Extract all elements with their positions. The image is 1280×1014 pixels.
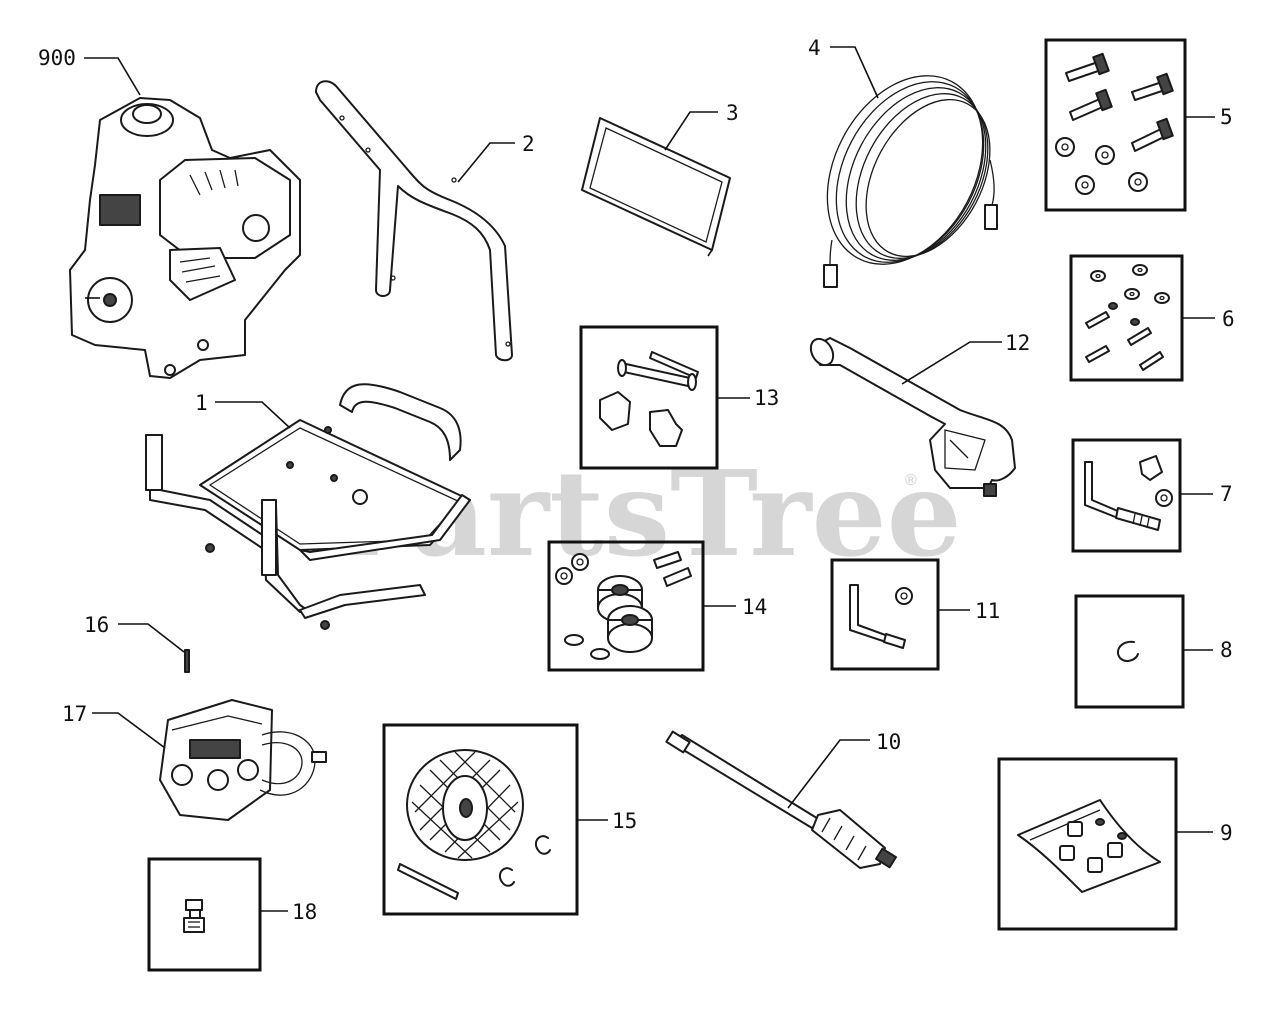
- callout-17[interactable]: 17: [62, 702, 87, 726]
- callout-15[interactable]: 15: [612, 809, 637, 833]
- callout-14[interactable]: 14: [742, 595, 767, 619]
- bracket-kit-icon[interactable]: [1084, 455, 1173, 531]
- kit-box-11: [830, 558, 940, 671]
- callout-5[interactable]: 5: [1220, 105, 1233, 129]
- engine-icon[interactable]: [69, 97, 301, 379]
- callout-18[interactable]: 18: [292, 900, 317, 924]
- panel-icon[interactable]: [581, 117, 731, 257]
- pin-icon[interactable]: [184, 649, 190, 673]
- callout-9[interactable]: 9: [1220, 821, 1233, 845]
- leader-16: [118, 623, 185, 653]
- kit-box-8: [1074, 594, 1185, 709]
- hose-icon[interactable]: [796, 49, 1015, 291]
- callout-8[interactable]: 8: [1220, 638, 1233, 662]
- kit-box-5: [1044, 38, 1187, 212]
- base-frame-icon[interactable]: [145, 383, 471, 630]
- spray-gun-icon[interactable]: [806, 335, 1016, 497]
- bolt-kit-icon[interactable]: [1055, 52, 1174, 195]
- clip-icon[interactable]: [1116, 640, 1139, 662]
- wheel-kit-icon[interactable]: [397, 749, 551, 900]
- callout-900[interactable]: 900: [38, 46, 76, 70]
- svg-text:®: ®: [905, 472, 917, 489]
- handle-icon[interactable]: [315, 80, 513, 362]
- kit-box-7: [1071, 438, 1182, 553]
- knob-kit-icon[interactable]: [599, 351, 699, 447]
- leader-2: [457, 142, 515, 183]
- nozzle-bag-icon[interactable]: [1017, 799, 1161, 893]
- fitting-icon[interactable]: [183, 899, 205, 933]
- leader-1: [215, 401, 291, 429]
- callout-10[interactable]: 10: [876, 730, 901, 754]
- leader-3: [664, 111, 718, 151]
- callout-11[interactable]: 11: [975, 599, 1000, 623]
- callout-2[interactable]: 2: [522, 132, 535, 156]
- callout-4[interactable]: 4: [808, 36, 821, 60]
- callout-13[interactable]: 13: [754, 386, 779, 410]
- leader-4: [830, 46, 879, 99]
- callout-6[interactable]: 6: [1222, 307, 1235, 331]
- washer-kit-icon[interactable]: [1085, 264, 1170, 371]
- callout-3[interactable]: 3: [726, 101, 739, 125]
- foot-kit-icon[interactable]: [555, 551, 692, 660]
- callout-1[interactable]: 1: [195, 391, 208, 415]
- pin-kit-icon[interactable]: [849, 584, 913, 649]
- leader-17: [92, 712, 166, 749]
- callout-16[interactable]: 16: [84, 613, 109, 637]
- callout-12[interactable]: 12: [1005, 331, 1030, 355]
- leader-12: [901, 341, 1002, 385]
- leader-900: [84, 57, 141, 96]
- pump-icon[interactable]: [159, 699, 327, 821]
- leader-10: [787, 739, 870, 809]
- callout-7[interactable]: 7: [1220, 482, 1233, 506]
- spray-wand-icon[interactable]: [665, 730, 897, 869]
- kit-box-18: [147, 857, 262, 972]
- kit-box-9: [997, 757, 1178, 931]
